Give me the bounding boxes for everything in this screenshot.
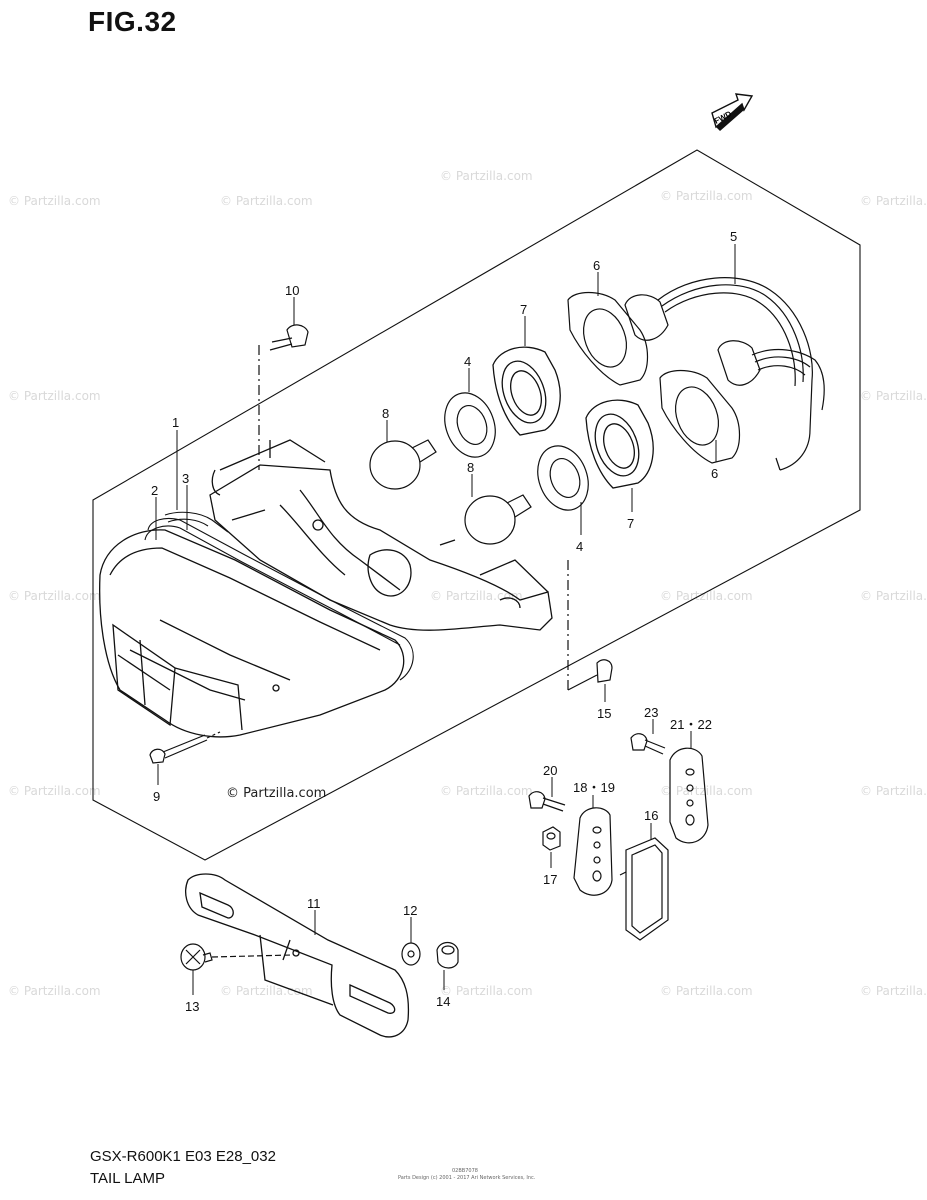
callout-1: 1 — [172, 415, 179, 430]
watermark: © Partzilla.com — [220, 194, 313, 208]
watermark: © Partzilla.com — [660, 784, 753, 798]
watermark: © Partzilla.com — [8, 984, 101, 998]
gasket-seal — [144, 511, 414, 681]
watermark-primary: © Partzilla.com — [226, 786, 326, 801]
grommet-part-14 — [436, 941, 459, 969]
callout-14: 14 — [436, 994, 450, 1009]
screw-part-9 — [149, 731, 221, 764]
watermark: © Partzilla.com — [220, 984, 313, 998]
callout-23: 23 — [644, 705, 658, 720]
callout-2: 2 — [151, 483, 158, 498]
socket-plate — [567, 291, 741, 464]
socket-gasket — [444, 392, 589, 511]
watermark: © Partzilla.com — [660, 589, 753, 603]
callout-7a: 7 — [520, 302, 527, 317]
callout-6b: 6 — [711, 466, 718, 481]
watermark: © Partzilla.com — [440, 984, 533, 998]
watermark: © Partzilla.com — [860, 784, 927, 798]
callout-6a: 6 — [593, 258, 600, 273]
watermark: © Partzilla.com — [430, 589, 523, 603]
callout-labels: 1 2 3 4 4 5 6 6 7 7 8 8 9 10 11 12 13 14… — [151, 229, 737, 1014]
watermark: © Partzilla.com — [860, 984, 927, 998]
callout-5: 5 — [730, 229, 737, 244]
callout-4a: 4 — [464, 354, 471, 369]
watermark: © Partzilla.com — [660, 984, 753, 998]
assembly-frame — [92, 149, 861, 861]
tail-lamp-housing — [99, 439, 553, 738]
wiring-harness — [624, 277, 825, 471]
callout-4b: 4 — [576, 539, 583, 554]
callout-21-22: 21・22 — [670, 717, 712, 732]
callout-8a: 8 — [382, 406, 389, 421]
license-bracket-part-11 — [185, 873, 410, 1038]
model-code: GSX-R600K1 E03 E28_032 — [90, 1148, 276, 1165]
watermark: © Partzilla.com — [8, 389, 101, 403]
leader-lines — [155, 244, 736, 995]
fine-print-code: 02BB7078 — [452, 1168, 478, 1174]
reflector-bracket-21-22 — [669, 747, 709, 844]
callout-9: 9 — [153, 789, 160, 804]
nut-part-13 — [180, 943, 293, 971]
washer-part-12 — [401, 942, 421, 966]
callout-18-19: 18・19 — [573, 780, 615, 795]
watermark: © Partzilla.com — [8, 589, 101, 603]
reflector-part-16 — [619, 837, 669, 941]
callout-13: 13 — [185, 999, 199, 1014]
screw-part-23 — [630, 733, 666, 755]
callout-20: 20 — [543, 763, 557, 778]
watermark-layer: © Partzilla.com © Partzilla.com © Partzi… — [8, 169, 927, 998]
watermark: © Partzilla.com — [8, 784, 101, 798]
figure-title: FIG.32 — [88, 6, 177, 37]
watermark: © Partzilla.com — [440, 784, 533, 798]
callout-3: 3 — [182, 471, 189, 486]
fine-print-copyright: Parts Design (c) 2001 - 2017 Ari Network… — [398, 1175, 536, 1181]
callout-12: 12 — [403, 903, 417, 918]
watermark: © Partzilla.com — [660, 189, 753, 203]
bulb — [369, 439, 532, 545]
watermark: © Partzilla.com — [860, 589, 927, 603]
reflector-bracket-18-19 — [573, 807, 613, 896]
callout-17: 17 — [543, 872, 557, 887]
screw-part-10 — [258, 324, 309, 470]
watermark: © Partzilla.com — [8, 194, 101, 208]
fwd-arrow-icon: FWD — [711, 93, 754, 131]
watermark: © Partzilla.com — [440, 169, 533, 183]
callout-15: 15 — [597, 706, 611, 721]
callout-10: 10 — [285, 283, 299, 298]
nut-part-17 — [542, 826, 561, 851]
socket-holder — [492, 346, 654, 489]
screw-part-20 — [528, 791, 566, 812]
watermark: © Partzilla.com — [860, 194, 927, 208]
callout-16: 16 — [644, 808, 658, 823]
watermark: © Partzilla.com — [860, 389, 927, 403]
callout-11: 11 — [307, 896, 321, 911]
section-name: TAIL LAMP — [90, 1170, 166, 1187]
screw-part-15 — [567, 560, 613, 691]
callout-8b: 8 — [467, 460, 474, 475]
callout-7b: 7 — [627, 516, 634, 531]
